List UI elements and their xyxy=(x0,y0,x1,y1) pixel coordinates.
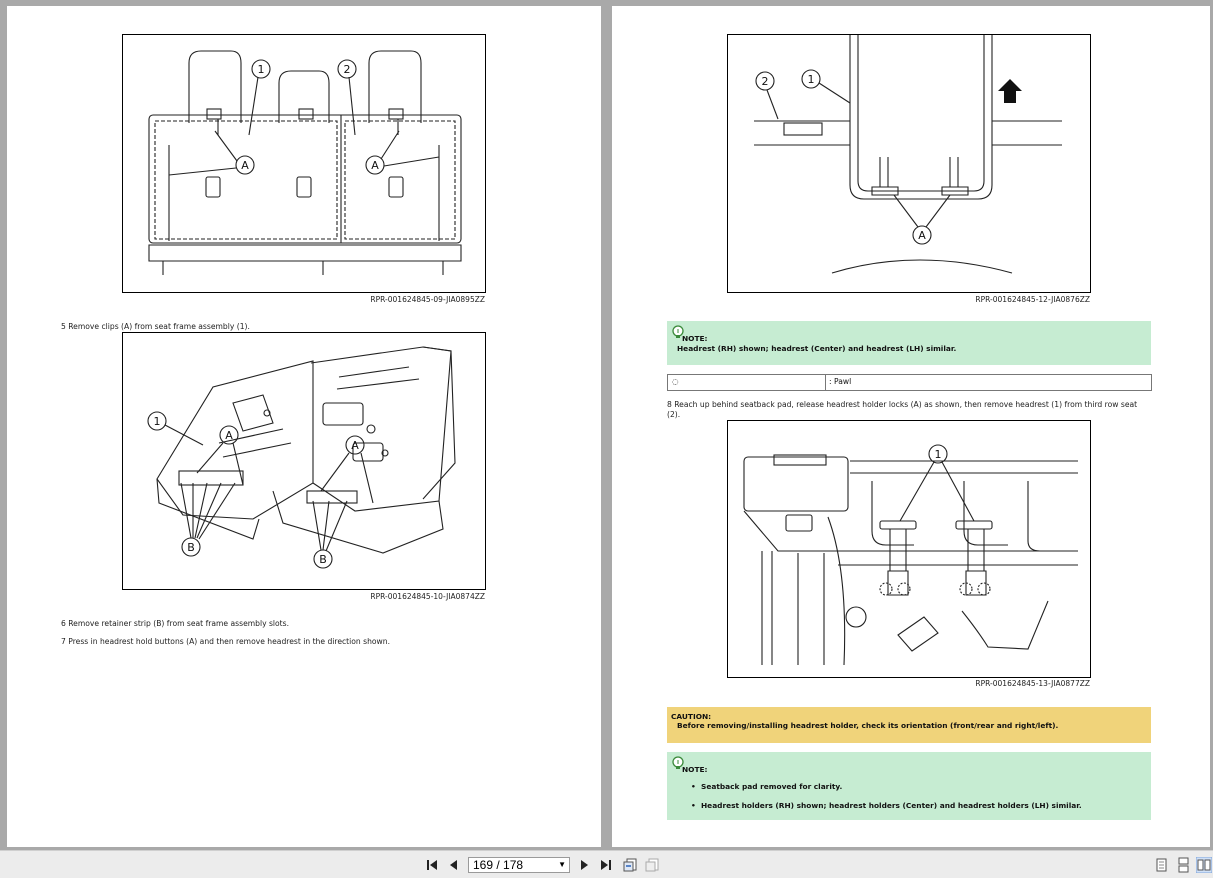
left-page: 1 2 A A RPR-001624845-09-JIA0895ZZ 5 Rem… xyxy=(7,6,601,847)
callout-a: A xyxy=(225,429,233,442)
figure-id: RPR-001624845-09-JIA0895ZZ xyxy=(370,295,485,304)
go-forward-icon[interactable] xyxy=(644,857,660,873)
callout-b: B xyxy=(187,541,195,554)
caution-box: CAUTION: Before removing/installing head… xyxy=(667,707,1151,743)
up-arrow-icon xyxy=(998,79,1022,103)
caution-title: CAUTION: xyxy=(671,712,712,721)
callout-a: A xyxy=(918,229,926,242)
headrest-removal-figure: 2 1 A xyxy=(727,34,1091,293)
callout-1: 1 xyxy=(935,448,942,461)
callout-1: 1 xyxy=(154,415,161,428)
figure-id: RPR-001624845-13-JIA0877ZZ xyxy=(975,679,1090,688)
next-page-icon[interactable] xyxy=(576,857,592,873)
lightbulb-icon xyxy=(672,756,684,769)
note-box: NOTE: Seatback pad removed for clarity. … xyxy=(667,752,1151,820)
callout-2: 2 xyxy=(344,63,351,76)
page-indicator: 169 / 178 xyxy=(473,858,524,872)
callout-1: 1 xyxy=(808,73,815,86)
step-5: 5 Remove clips (A) from seat frame assem… xyxy=(61,322,250,331)
headrest-removal-drawing: 2 1 A xyxy=(754,35,1062,274)
note-title: NOTE: xyxy=(682,334,708,343)
note-title: NOTE: xyxy=(682,765,708,774)
viewer-toolbar: 169 / 178 ▼ xyxy=(0,850,1213,878)
page-number-field[interactable]: 169 / 178 ▼ xyxy=(468,857,570,873)
headrest-holder-drawing: 1 xyxy=(743,444,1078,666)
callout-a: A xyxy=(241,159,249,172)
two-page-view-icon[interactable] xyxy=(1196,857,1212,873)
callout-1: 1 xyxy=(258,63,265,76)
first-page-icon[interactable] xyxy=(424,857,440,873)
go-back-icon[interactable] xyxy=(622,857,638,873)
callout-2: 2 xyxy=(762,75,769,88)
figure-id: RPR-001624845-10-JIA0874ZZ xyxy=(370,592,485,601)
pawl-symbol: ◌ xyxy=(672,377,679,386)
chevron-down-icon[interactable]: ▼ xyxy=(558,860,566,869)
callout-a: A xyxy=(351,439,359,452)
caution-text: Before removing/installing headrest hold… xyxy=(677,721,1059,730)
continuous-view-icon[interactable] xyxy=(1175,857,1191,873)
callout-a: A xyxy=(371,159,379,172)
step-7: 7 Press in headrest hold buttons (A) and… xyxy=(61,637,390,646)
callout-b: B xyxy=(319,553,327,566)
previous-page-icon[interactable] xyxy=(446,857,462,873)
pawl-label: : Pawl xyxy=(829,377,852,386)
right-page: 2 1 A RPR-001624845-12-JIA0876ZZ NOTE: H… xyxy=(612,6,1210,847)
seat-headrest-figure: 1 2 A A xyxy=(122,34,486,293)
seat-frame-figure: 1 A A B B xyxy=(122,332,486,590)
step-8: 8 Reach up behind seatback pad, release … xyxy=(667,400,1138,419)
single-page-view-icon[interactable] xyxy=(1153,857,1169,873)
step-6: 6 Remove retainer strip (B) from seat fr… xyxy=(61,619,290,628)
last-page-icon[interactable] xyxy=(598,857,614,873)
figure-id: RPR-001624845-12-JIA0876ZZ xyxy=(975,295,1090,304)
seat-frame-drawing: 1 A A B B xyxy=(147,346,456,569)
note-bullet: Seatback pad removed for clarity. xyxy=(691,782,842,791)
seat-headrest-drawing: 1 2 A A xyxy=(148,50,462,275)
lightbulb-icon xyxy=(672,325,684,338)
note-text: Headrest (RH) shown; headrest (Center) a… xyxy=(677,344,957,353)
note-box: NOTE: Headrest (RH) shown; headrest (Cen… xyxy=(667,321,1151,365)
headrest-holder-figure: 1 xyxy=(727,420,1091,678)
note-bullet: Headrest holders (RH) shown; headrest ho… xyxy=(691,801,1082,810)
legend-table: ◌ : Pawl xyxy=(667,374,1152,391)
